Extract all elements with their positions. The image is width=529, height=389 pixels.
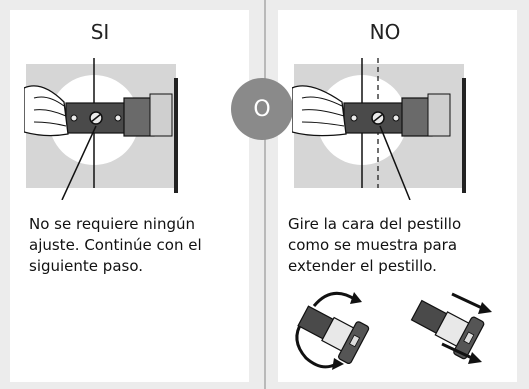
extend-latch-illustration [410,292,492,364]
no-heading: NO [369,20,401,44]
door-frame [462,78,466,193]
yes-heading: SI [90,20,110,44]
latch-aligned-illustration [24,58,178,200]
no-description-line: Gire la cara del pestillo [288,215,462,233]
extend-arrow-upper [451,292,483,310]
rotate-latch-illustration [295,291,370,370]
left-hand [24,85,69,137]
extend-arrow-lower [441,342,473,360]
latch-part [297,305,370,364]
latch-plate [149,93,173,137]
latch-plate [427,93,451,137]
callout-line [61,125,97,200]
yes-description-line: No se requiere ningún [29,215,196,233]
callout-line [379,125,411,200]
rotation-arrow-lower [295,321,337,369]
panel-divider [264,0,266,389]
latch-bolt [123,97,155,137]
latch-bolt [401,97,433,137]
yes-description-line: siguiente paso. [29,257,144,275]
latch-part [410,299,485,360]
no-description: Gire la cara del pestillo como se muestr… [288,214,520,277]
no-description-line: como se muestra para [288,236,458,254]
or-badge: O [231,78,293,140]
rotation-arrow-upper [312,291,357,307]
yes-description-line: ajuste. Continúe con el [29,236,202,254]
latch-misaligned-illustration [292,58,466,200]
door-frame [174,78,178,193]
yes-description: No se requiere ningún ajuste. Continúe c… [29,214,244,277]
no-description-line: extender el pestillo. [288,257,437,275]
